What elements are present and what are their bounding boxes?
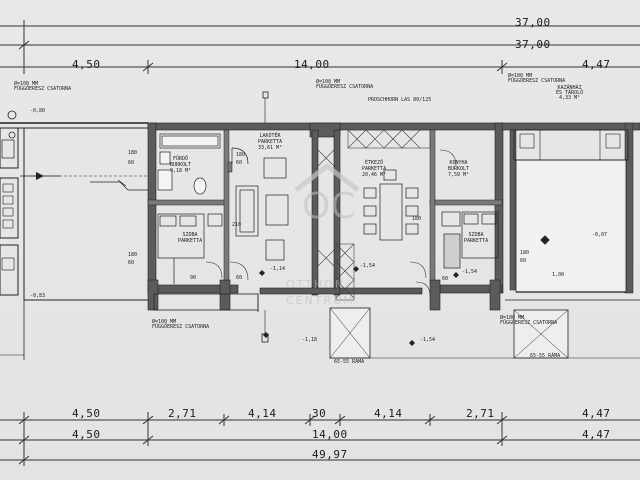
proschhorn-label: PROSCHHORN LAS 80/125 bbox=[368, 97, 432, 103]
room-bedroom-left-name: szoba bbox=[182, 232, 198, 238]
room-kitchen: konyha burkolt 7,59 m² bbox=[448, 160, 469, 178]
room-bath-sub: burkolt bbox=[170, 162, 192, 168]
bottom-row1-0: 4,50 bbox=[72, 407, 101, 420]
interior-walls bbox=[147, 129, 503, 281]
level-6: -1,54 bbox=[420, 337, 436, 343]
roof-label-left: 65-55 Ráma bbox=[334, 359, 365, 365]
small-dim-4: 180 bbox=[236, 152, 246, 158]
bottom-row1-2: 4,14 bbox=[248, 407, 277, 420]
level-3: -1,54 bbox=[462, 269, 478, 275]
bottom-row2-left: 4,50 bbox=[72, 428, 101, 441]
dining-furniture bbox=[363, 169, 419, 241]
small-dim-11: 210 bbox=[232, 222, 242, 228]
top-dimension-lines bbox=[0, 20, 640, 74]
bottom-row1-3: 30 bbox=[312, 407, 327, 420]
room-bedroom-left: szoba parketta bbox=[178, 232, 202, 244]
room-kitchen-area: 7,59 m² bbox=[448, 172, 470, 178]
small-dim-8: 90 bbox=[190, 275, 197, 281]
level-markers bbox=[259, 266, 459, 346]
bottom-dimension-lines bbox=[0, 412, 640, 466]
small-dim-3: 60 bbox=[128, 260, 135, 266]
drain-label-top-mid: ø=100 mm függőeresz csatorna bbox=[316, 79, 374, 90]
bedroom-left-furniture bbox=[157, 213, 223, 284]
room-dining: étkező parketta 20,46 m² bbox=[362, 160, 386, 178]
drain-label-bottom-left: ø=100 mm függőeresz csatorna bbox=[152, 319, 210, 330]
room-bath-name: fürdő bbox=[173, 156, 189, 162]
bottom-row1-1: 2,71 bbox=[168, 407, 197, 420]
living-furniture bbox=[231, 147, 289, 261]
level-left-bottom: -0,83 bbox=[30, 293, 46, 299]
small-dim-0: 180 bbox=[128, 150, 138, 156]
door-arcs bbox=[205, 149, 457, 297]
drain-label-bottom-right: ø=100 mm függőeresz csatorna bbox=[500, 315, 558, 326]
roof-label-right: 65-55 Ráma bbox=[530, 353, 561, 359]
level-1: -1,14 bbox=[270, 266, 286, 272]
drain-label-top-right: ø=100 mm függőeresz csatorna bbox=[508, 73, 566, 84]
bottom-row1-6: 4,47 bbox=[582, 407, 611, 420]
room-living-sub: parketta bbox=[258, 139, 283, 145]
small-dim-13: 180 bbox=[412, 216, 422, 222]
terrace bbox=[153, 91, 640, 359]
room-bath-area: 9,18 m² bbox=[170, 168, 192, 174]
top-total-1: 37,00 bbox=[515, 16, 551, 29]
small-dim-5: 60 bbox=[236, 160, 243, 166]
top-mid-seg: 14,00 bbox=[294, 58, 330, 71]
level-4: -0,07 bbox=[592, 232, 608, 238]
top-right-seg: 4,47 bbox=[582, 58, 611, 71]
bottom-total: 49,97 bbox=[312, 448, 348, 461]
room-dining-area: 20,46 m² bbox=[362, 172, 387, 178]
level-2: -1,54 bbox=[360, 263, 376, 269]
storage-label: kazánház és tároló 4,33 m² bbox=[556, 85, 584, 101]
room-bedroom-right-name: szoba bbox=[468, 232, 484, 238]
room-dining-sub: parketta bbox=[362, 166, 387, 172]
small-dim-7: 60 bbox=[520, 258, 527, 264]
bottom-row1-5: 2,71 bbox=[466, 407, 495, 420]
main-walls bbox=[147, 122, 504, 311]
bedroom-right-furniture bbox=[441, 211, 499, 269]
room-bedroom-right-sub: parketta bbox=[464, 238, 489, 244]
small-dim-12: 60 bbox=[442, 276, 449, 282]
room-bedroom-left-sub: parketta bbox=[178, 238, 203, 244]
room-bedroom-right: szoba parketta bbox=[464, 232, 488, 244]
level-5: -1,18 bbox=[302, 337, 318, 343]
room-dining-name: étkező bbox=[365, 160, 384, 166]
bottom-row2-right: 4,47 bbox=[582, 428, 611, 441]
drain-label-top-left: ø=100 mm függőeresz csatorna bbox=[14, 81, 72, 92]
top-total-2: 37,00 bbox=[515, 38, 551, 51]
small-dim-2: 180 bbox=[128, 252, 138, 258]
bottom-row1-4: 4,14 bbox=[374, 407, 403, 420]
left-exterior bbox=[0, 110, 148, 360]
small-dim-10: 1,00 bbox=[552, 272, 565, 278]
small-dim-9: 60 bbox=[236, 275, 243, 281]
room-living-name: lakótér bbox=[259, 133, 281, 139]
room-living: lakótér parketta 33,61 m² bbox=[258, 133, 282, 151]
right-area bbox=[501, 122, 640, 301]
bathroom-fixtures bbox=[157, 133, 221, 195]
bottom-row2-mid: 14,00 bbox=[312, 428, 348, 441]
small-dim-6: 180 bbox=[520, 250, 530, 256]
top-left-seg: 4,50 bbox=[72, 58, 101, 71]
room-living-area: 33,61 m² bbox=[258, 145, 283, 151]
small-dim-1: 60 bbox=[128, 160, 135, 166]
window-hatch bbox=[317, 129, 431, 301]
room-bath: fürdő burkolt 9,18 m² bbox=[170, 156, 191, 174]
room-kitchen-name: konyha bbox=[449, 160, 468, 166]
level-left-top: -0,80 bbox=[30, 108, 46, 114]
room-kitchen-sub: burkolt bbox=[448, 166, 470, 172]
